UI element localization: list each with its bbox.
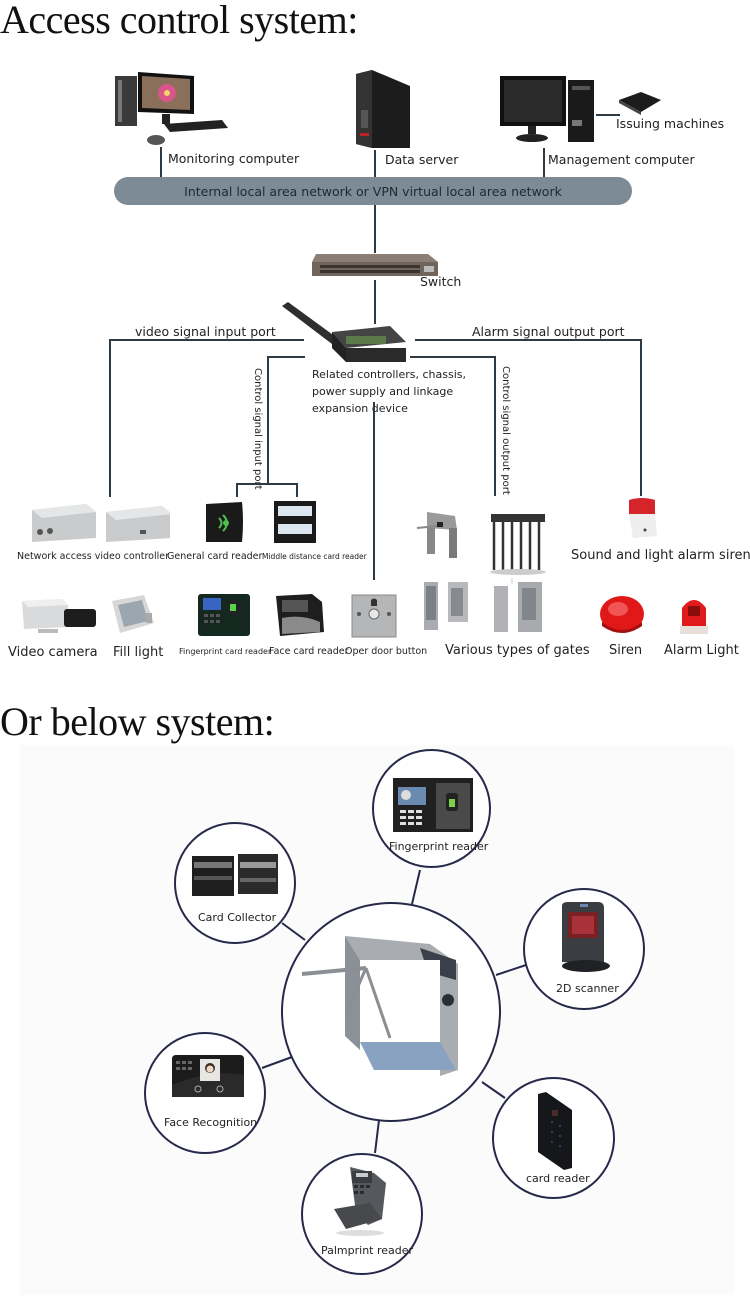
- door-button-icon: [351, 594, 397, 638]
- label-management-computer: Management computer: [548, 152, 695, 167]
- label-open-door-button: Oper door button: [345, 646, 428, 657]
- connector-face: [261, 1056, 293, 1069]
- fill-light-icon: [112, 595, 154, 633]
- label-card-collector: Card Collector: [198, 911, 277, 924]
- fingerprint-reader-icon: [198, 594, 250, 636]
- face-terminal-icon: [172, 1055, 244, 1097]
- connector-line: [236, 483, 298, 485]
- connector-line: [296, 483, 298, 497]
- connector-card-reader: [481, 1081, 506, 1099]
- label-siren: Siren: [609, 643, 643, 658]
- face-reader-icon: [276, 594, 324, 636]
- connector-line: [415, 339, 642, 341]
- label-alarm-signal-output-port: Alarm signal output port: [472, 324, 625, 339]
- alarm-siren-icon: [629, 498, 657, 538]
- gates-icon: [424, 578, 542, 632]
- network-switch-icon: [312, 254, 438, 276]
- label-alarm-light: Alarm Light: [664, 643, 739, 658]
- connector-line: [543, 148, 545, 177]
- connector-line: [267, 356, 269, 484]
- label-data-server: Data server: [385, 152, 459, 167]
- label-fingerprint-card-reader: Fingerprint card reader: [179, 647, 272, 656]
- label-network-access-video-controller: Network access video controller: [17, 551, 170, 562]
- connector-line: [109, 339, 111, 497]
- connector-card-collector: [281, 922, 306, 941]
- label-control-signal-input-port: Control signal input port: [252, 368, 263, 490]
- label-video-camera: Video camera: [8, 645, 98, 660]
- connector-line: [374, 280, 376, 324]
- connector-line: [596, 114, 620, 116]
- controller-line-1: Related controllers, chassis,: [312, 368, 466, 381]
- tripod-gate-icon: [416, 512, 457, 558]
- label-control-signal-output-port: Control signal output port: [500, 366, 511, 495]
- connector-line: [373, 402, 375, 580]
- full-height-turnstile-icon: [490, 514, 546, 575]
- connector-line: [236, 483, 238, 497]
- controller-chassis-icon: [282, 302, 406, 362]
- label-fingerprint-reader: Fingerprint reader: [389, 840, 489, 853]
- connector-line: [160, 147, 162, 177]
- label-monitoring-computer: Monitoring computer: [168, 151, 300, 166]
- connector-line: [494, 356, 496, 496]
- label-card-reader: card reader: [526, 1172, 590, 1185]
- label-video-signal-input-port: video signal input port: [135, 324, 276, 339]
- management-computer-icon: [500, 76, 594, 142]
- label-2d-scanner: 2D scanner: [556, 982, 619, 995]
- label-palmprint-reader: Palmprint reader: [321, 1244, 414, 1257]
- monitoring-computer-icon: [115, 72, 228, 145]
- label-sound-and-light-alarm-siren: Sound and light alarm siren: [571, 548, 750, 563]
- alarm-light-icon: [680, 600, 708, 634]
- middle-distance-reader-icon: [274, 501, 316, 543]
- fingerprint-terminal-icon: [393, 778, 473, 832]
- connector-line: [374, 205, 376, 253]
- connector-line: [640, 339, 642, 496]
- label-face-recognition: Face Recognition: [164, 1116, 258, 1129]
- controller-line-2: power supply and linkage: [312, 385, 454, 398]
- connector-fingerprint: [411, 869, 421, 905]
- server-tower-icon: [356, 70, 410, 148]
- section-title-access-control: Access control system:: [0, 0, 358, 42]
- hub-connector-lines: [261, 869, 527, 1154]
- connector-line: [109, 339, 304, 341]
- label-fill-light: Fill light: [113, 645, 164, 660]
- card-issuer-icon: [619, 92, 661, 115]
- connector-palm: [374, 1119, 380, 1154]
- tripod-turnstile-icon: [301, 936, 458, 1076]
- keypad-card-reader-icon: [538, 1092, 572, 1170]
- label-various-types-of-gates: Various types of gates: [445, 643, 590, 658]
- label-face-card-reader: Face card reader: [269, 646, 349, 657]
- video-camera-icon: [22, 599, 96, 633]
- hub-center-node: [281, 902, 501, 1122]
- siren-icon: [600, 596, 644, 633]
- section-title-below-system: Or below system:: [0, 699, 275, 744]
- label-controller: Related controllers, chassis, power supp…: [312, 366, 466, 417]
- network-bar: Internal local area network or VPN virtu…: [114, 177, 632, 205]
- label-switch: Switch: [420, 274, 462, 289]
- connector-line: [410, 356, 496, 358]
- label-issuing-machines: Issuing machines: [616, 116, 725, 131]
- label-general-card-reader: General card reader: [167, 551, 263, 562]
- connector-line: [267, 356, 305, 358]
- connector-line: [374, 150, 376, 177]
- video-controller-icon: [32, 504, 170, 542]
- card-reader-icon: [206, 502, 243, 542]
- controller-line-3: expansion device: [312, 402, 408, 415]
- qr-scanner-icon: [562, 902, 610, 972]
- card-collector-icon: [192, 854, 278, 896]
- label-middle-distance-card-reader: Middle distance card reader: [262, 552, 367, 561]
- palm-reader-icon: [334, 1167, 386, 1236]
- connector-2d-scanner: [495, 964, 527, 976]
